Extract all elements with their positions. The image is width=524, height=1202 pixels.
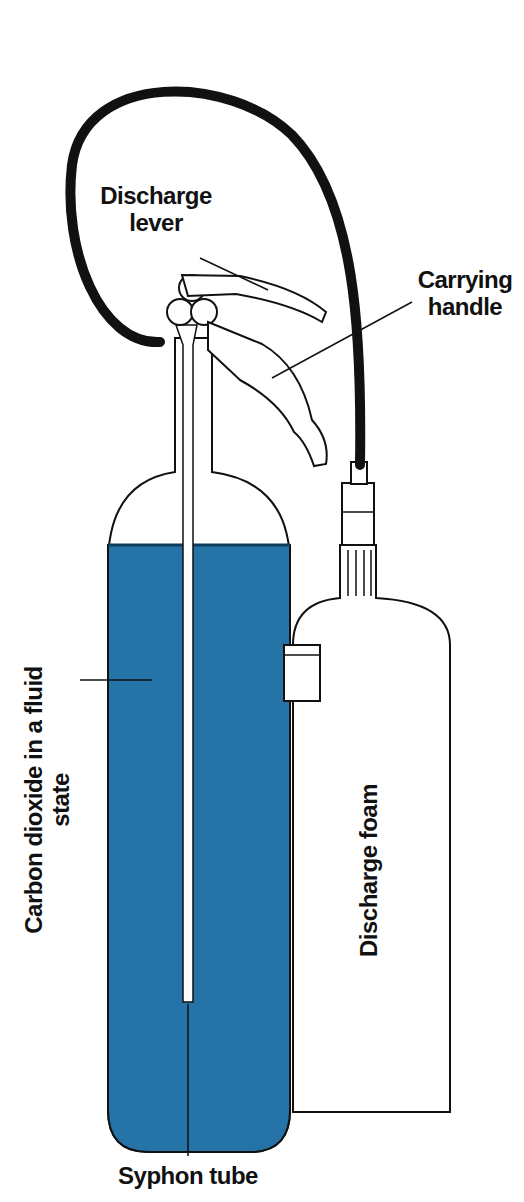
neck-ribs [348, 550, 371, 596]
cylinder-coupling [284, 645, 320, 701]
leader-lines [80, 258, 412, 1156]
part-label: Discharge foam [355, 720, 382, 1020]
co2-fluid [108, 545, 290, 1152]
handle [208, 322, 327, 466]
part-label: Discharge lever [90, 182, 222, 236]
discharge-hose [70, 91, 360, 465]
part-label: Syphon tube [88, 1162, 288, 1189]
foam-nozzle [342, 483, 374, 545]
part-label: Carbon dioxide in a fluid state [20, 640, 74, 960]
foam-cylinder [293, 545, 450, 1112]
part-label: Carrying handle [410, 266, 520, 320]
syphon-tube [176, 325, 197, 1002]
co2-cylinder [108, 338, 290, 1152]
lever [182, 275, 326, 322]
